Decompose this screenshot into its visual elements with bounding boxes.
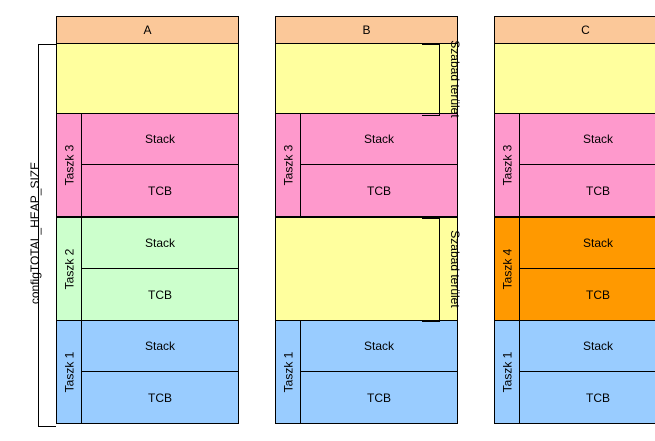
stack-cell: Stack <box>520 114 655 165</box>
task-label: Taszk 2 <box>57 218 82 320</box>
tcb-cell: TCB <box>148 287 172 302</box>
task-label: Taszk 3 <box>495 114 520 216</box>
column-c-header: C <box>494 16 655 44</box>
task-label: Taszk 1 <box>495 321 520 423</box>
stack-cell: Stack <box>82 321 238 372</box>
tcb-cell: TCB <box>586 287 610 302</box>
stack-cell: Stack <box>82 114 238 165</box>
free-area-bracket-top <box>422 44 440 116</box>
task-block-taszk-1: Taszk 1 Stack TCB <box>56 320 239 424</box>
stack-cell: Stack <box>301 114 457 165</box>
task-block-taszk-3: Taszk 3 Stack TCB <box>56 113 239 217</box>
column-b-header: B <box>275 16 458 44</box>
tcb-cell: TCB <box>586 390 610 405</box>
tcb-cell: TCB <box>148 183 172 198</box>
task-label: Taszk 3 <box>276 114 301 216</box>
free-area-bracket-bottom <box>422 218 440 322</box>
free-area-label-bottom: Szabad terület <box>448 230 462 308</box>
task-block-taszk-3: Taszk 3 Stack TCB <box>494 113 655 217</box>
task-label: Taszk 1 <box>276 321 301 423</box>
task-label: Taszk 3 <box>57 114 82 216</box>
free-area-label-top: Szabad terület <box>448 40 462 118</box>
tcb-cell: TCB <box>367 183 391 198</box>
heap-size-bracket <box>38 44 56 427</box>
task-block-taszk-1: Taszk 1 Stack TCB <box>494 320 655 424</box>
free-area <box>275 43 458 115</box>
stack-cell: Stack <box>301 321 457 372</box>
column-a-header: A <box>56 16 239 44</box>
task-block-taszk-2: Taszk 2 Stack TCB <box>56 217 239 321</box>
tcb-cell: TCB <box>148 390 172 405</box>
task-block-taszk-3: Taszk 3 Stack TCB <box>275 113 458 217</box>
free-area <box>494 43 655 115</box>
tcb-cell: TCB <box>586 183 610 198</box>
stack-cell: Stack <box>82 218 238 269</box>
task-label: Taszk 1 <box>57 321 82 423</box>
stack-cell: Stack <box>520 321 655 372</box>
free-area <box>56 43 239 115</box>
task-label: Taszk 4 <box>495 218 520 320</box>
task-block-taszk-4: Taszk 4 Stack TCB <box>494 217 655 321</box>
tcb-cell: TCB <box>367 390 391 405</box>
stack-cell: Stack <box>520 218 655 269</box>
heap-size-label: configTOTAL_HEAP_SIZE <box>28 161 42 305</box>
task-block-taszk-1: Taszk 1 Stack TCB <box>275 320 458 424</box>
